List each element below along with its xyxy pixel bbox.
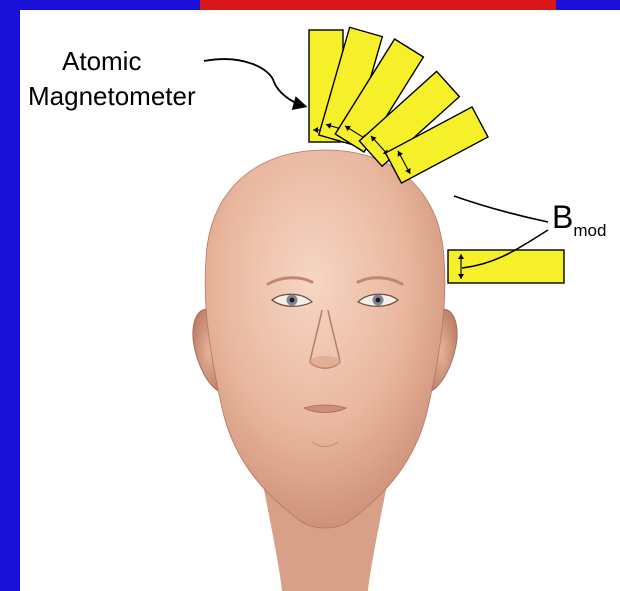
magnetometer-label-line2: Magnetometer (28, 81, 196, 111)
head (193, 150, 457, 591)
field-label-sub: mod (573, 221, 606, 240)
magnetometer-callout-arrow (204, 59, 304, 106)
field-label-b: Bmod (552, 199, 606, 240)
magnetometer-label-line1: Atomic (62, 46, 141, 76)
title-accent-stripe (200, 0, 556, 10)
magnetometer-label: Atomic Magnetometer (28, 46, 304, 111)
field-callout-line-upper (454, 196, 548, 222)
head-outline (205, 150, 445, 528)
field-label-main: B (552, 199, 573, 235)
magnetometer-head-diagram: Atomic Magnetometer Bmod (20, 10, 620, 591)
slide-canvas: Atomic Magnetometer Bmod (20, 10, 620, 591)
